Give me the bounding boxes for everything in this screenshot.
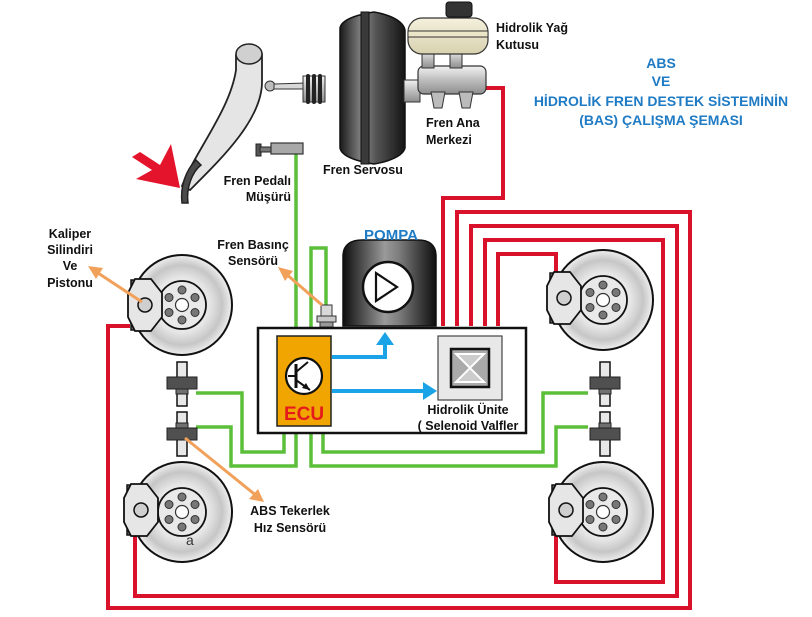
title-line-4: (BAS) ÇALIŞMA ŞEMASI <box>579 112 743 128</box>
wheel-speed-sensor-label-1: ABS Tekerlek <box>250 504 330 518</box>
arrow-to-valve-icon <box>423 382 437 400</box>
title-line-2: VE <box>652 73 671 89</box>
ecu-label: ECU <box>284 404 324 425</box>
caliper-front-right <box>546 271 582 325</box>
caliper-front-left <box>127 278 163 332</box>
pipe-front-right <box>496 252 558 326</box>
brake-pressure-sensor <box>316 304 337 328</box>
hourglass-valve-icon <box>453 353 487 383</box>
wire-sensor-front-right <box>321 391 588 454</box>
brake-pedal <box>180 43 307 204</box>
arrow-to-pump-icon <box>376 332 394 345</box>
caliper-label-1: Kaliper <box>49 227 92 241</box>
play-triangle-icon <box>374 270 399 304</box>
wire-pressure-sensor <box>309 246 328 328</box>
caliper-label-4: Pistonu <box>47 276 93 290</box>
pipe-front-left <box>106 210 692 610</box>
caliper-rear-left <box>123 483 159 537</box>
caliper-label-3: Ve <box>63 259 78 273</box>
caliper-label-2: Silindiri <box>47 243 93 257</box>
electrical-wires <box>196 152 588 468</box>
wheel-speed-sensor-rear-left <box>166 411 198 457</box>
hydraulic-unit-label-2: ( Selenoid Valfler <box>418 419 519 433</box>
caliper-rear-right <box>548 483 584 537</box>
wheel-front-right <box>546 249 654 351</box>
pedal-switch <box>255 142 304 157</box>
wire-sensor-front-left <box>196 391 286 454</box>
pedal-force-arrow-icon <box>132 144 180 188</box>
wheel-front-left <box>127 254 233 356</box>
pipe-rear-right <box>483 238 665 584</box>
wheel-rear-right <box>548 461 654 563</box>
pipe-rear-left <box>133 224 679 598</box>
wheel-speed-sensor-label-2: Hız Sensörü <box>254 521 326 535</box>
diagram-title: ABS VE HİDROLİK FREN DESTEK SİSTEMİNİN (… <box>534 55 788 128</box>
pump-label: POMPA <box>364 227 418 244</box>
pump <box>342 239 437 327</box>
wire-sensor-rear-left <box>196 425 298 468</box>
pedal-switch-label-2: Müşürü <box>246 190 291 204</box>
wheel-speed-sensor-front-right <box>589 361 621 407</box>
title-line-1: ABS <box>646 55 676 71</box>
signal-arrows <box>332 332 437 400</box>
brake-servo <box>302 11 421 165</box>
hydraulic-unit-label-1: Hidrolik Ünite <box>427 402 508 417</box>
master-cylinder-label-2: Merkezi <box>426 133 472 147</box>
pedal-switch-label-1: Fren Pedalı <box>224 174 291 188</box>
svg-text:a: a <box>186 532 194 548</box>
reservoir-label-1: Hidrolik Yağ <box>496 21 568 35</box>
servo-label: Fren Servosu <box>323 163 403 177</box>
pressure-sensor-label-2: Sensörü <box>228 254 278 268</box>
master-cylinder <box>417 49 487 109</box>
pointer-arrows <box>88 266 323 502</box>
solenoid-valve <box>437 335 503 401</box>
pipe-master-to-unit <box>441 86 505 326</box>
wheel-speed-sensor-rear-right <box>589 411 621 457</box>
fluid-reservoir <box>407 1 489 55</box>
wheel-rear-left: a <box>123 461 233 563</box>
ecu-module: ECU <box>276 335 332 427</box>
hydraulic-pipes <box>106 86 692 610</box>
title-line-3: HİDROLİK FREN DESTEK SİSTEMİNİN <box>534 93 788 109</box>
wire-sensor-rear-right <box>309 425 588 468</box>
pressure-sensor-label-1: Fren Basınç <box>217 238 289 252</box>
reservoir-label-2: Kutusu <box>496 38 539 52</box>
wheel-speed-sensor-front-left <box>166 361 198 407</box>
master-cylinder-label-1: Fren Ana <box>426 116 481 130</box>
